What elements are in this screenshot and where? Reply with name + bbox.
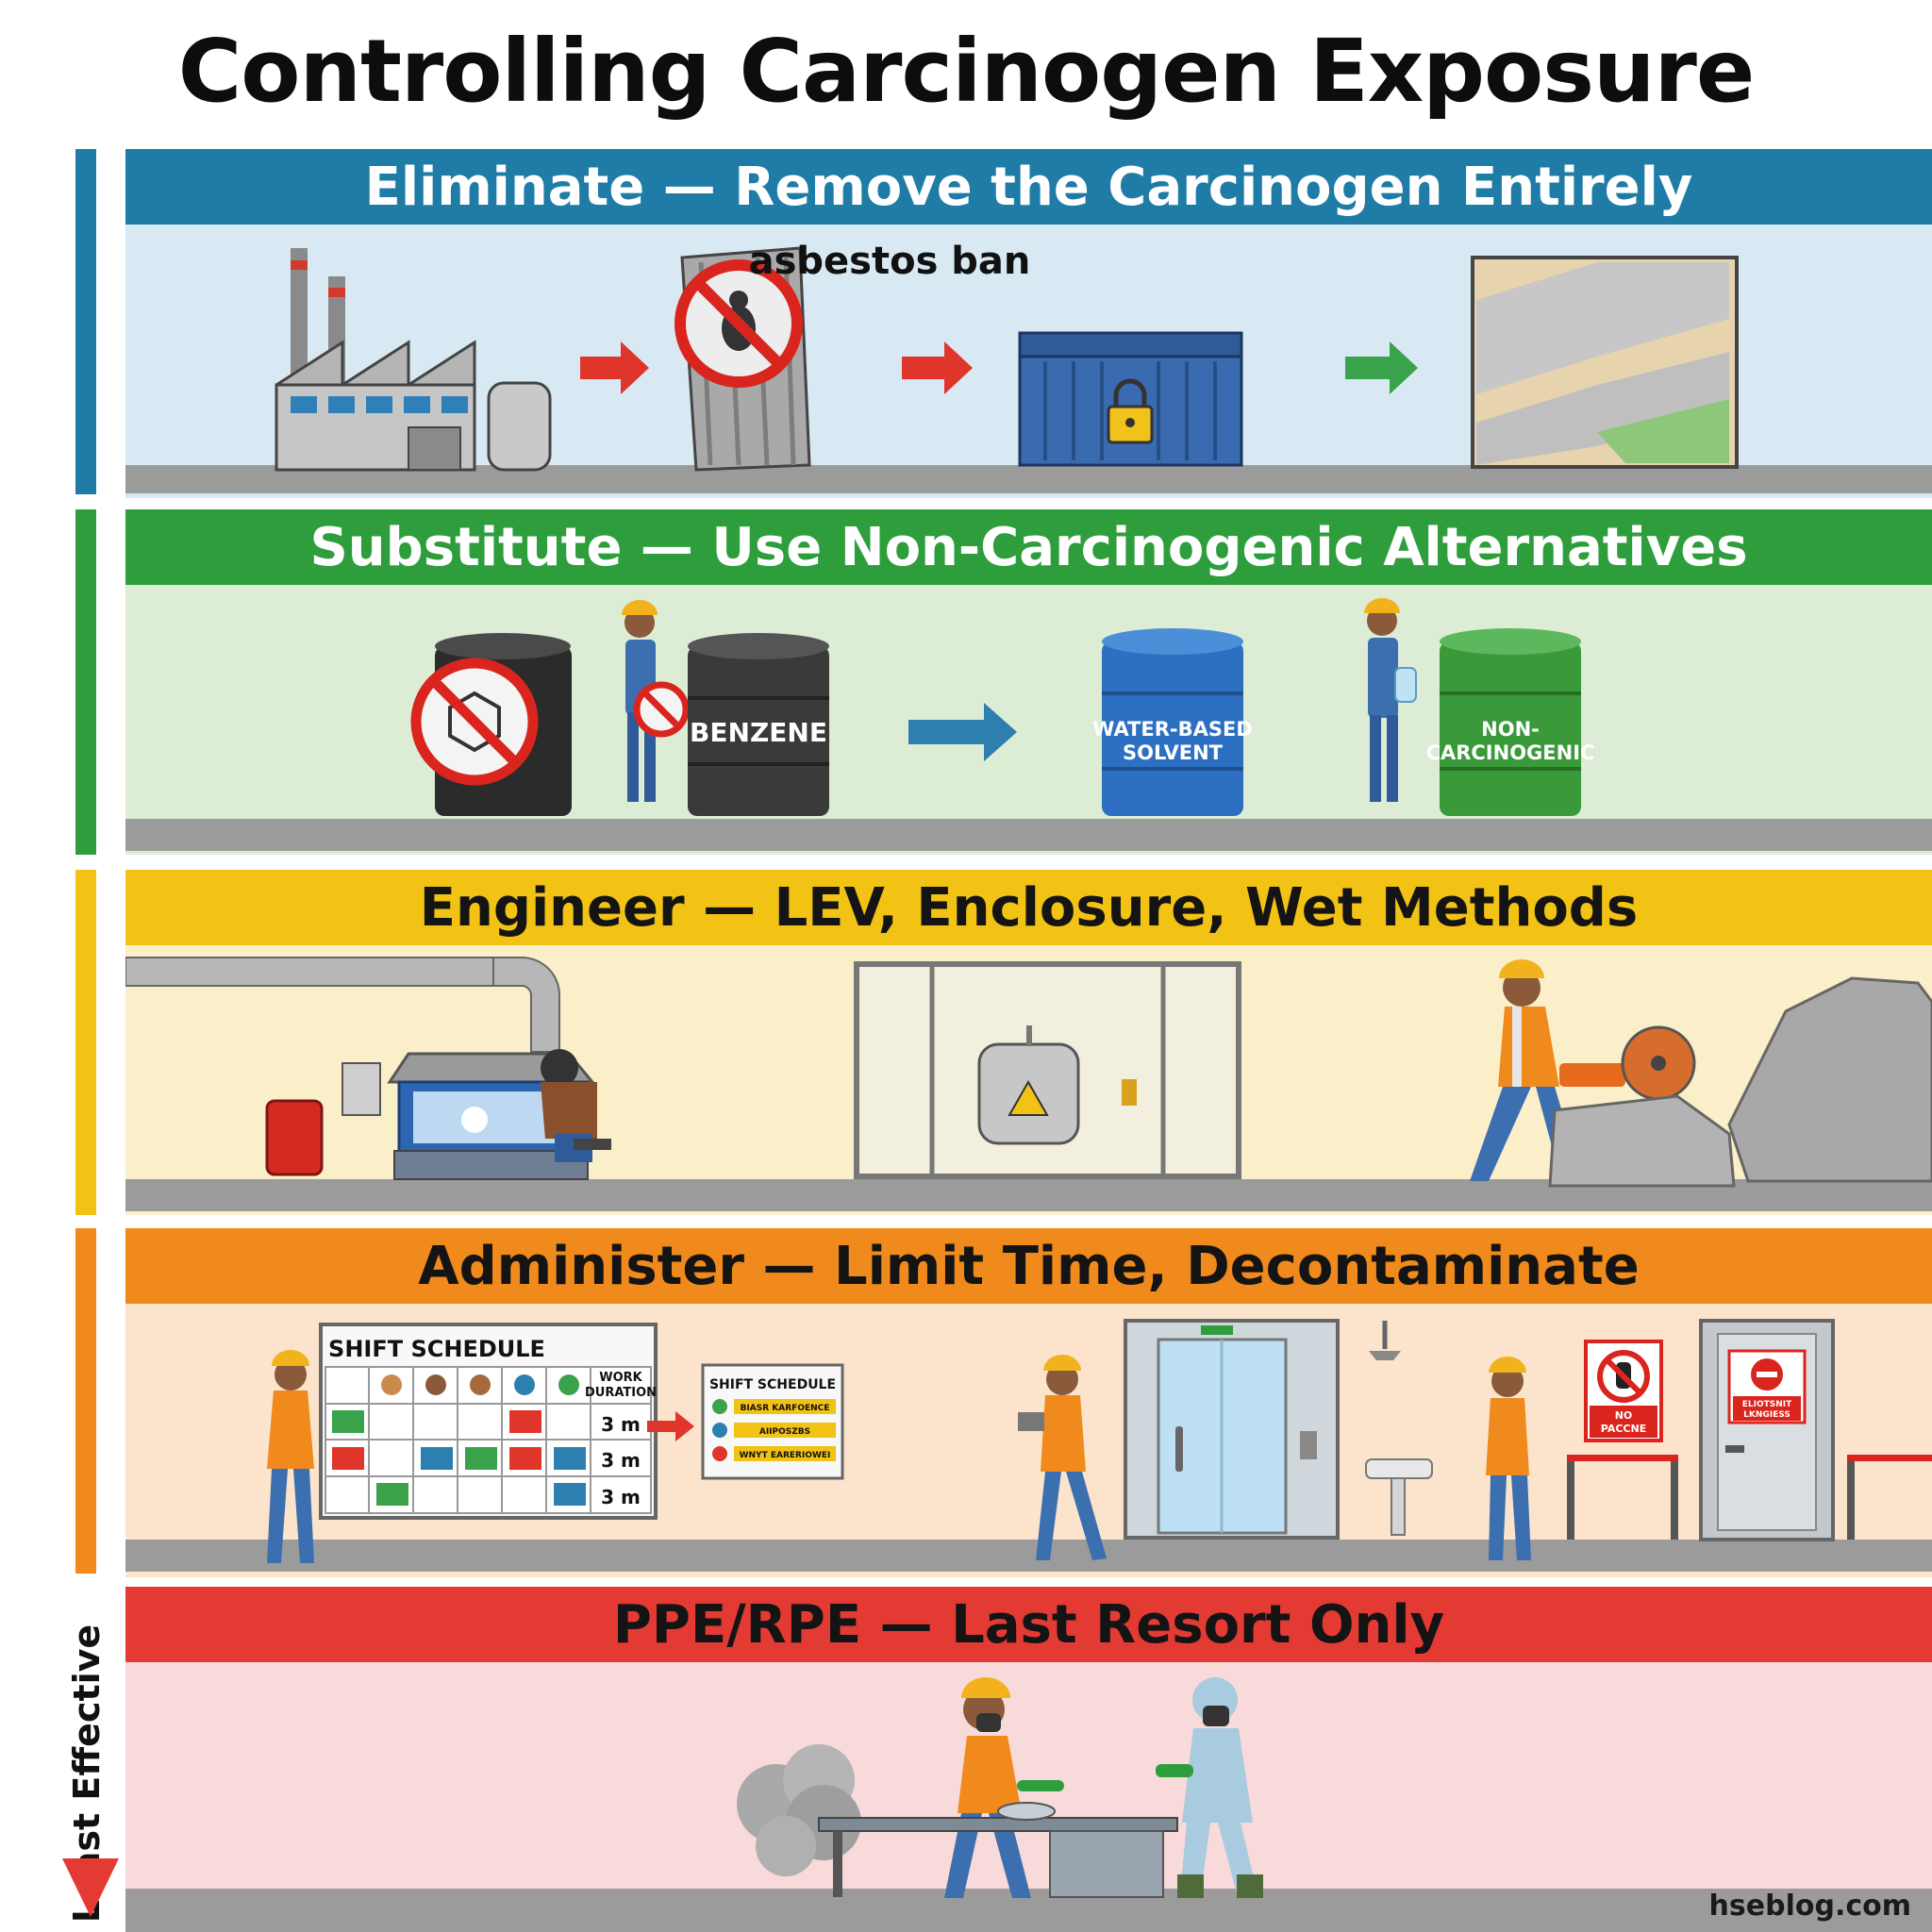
benzene-label: BENZENE <box>690 717 827 748</box>
worker-icon <box>1364 598 1417 802</box>
restricted-door-icon: ELIOTSNIT LKNGIESS <box>1699 1319 1835 1541</box>
side-bar-administer <box>75 1228 96 1574</box>
band-heading: PPE/RPE — Last Resort Only <box>125 1587 1932 1662</box>
arrow-icon <box>1345 341 1418 394</box>
fume-hood-icon <box>265 1052 596 1180</box>
band-ppe: PPE/RPE — Last Resort Only <box>125 1587 1932 1932</box>
factory-icon <box>275 248 552 472</box>
administer-illustration: SHIFT SCHEDULE WORK <box>125 1319 1932 1572</box>
decon-shower-booth-icon <box>1124 1319 1340 1540</box>
duration-value: 3 m <box>601 1486 641 1508</box>
worker-respirator-icon <box>944 1677 1064 1898</box>
page-title: Controlling Carcinogen Exposure <box>177 21 1756 122</box>
engineer-illustration <box>125 957 1932 1211</box>
worker-icon <box>622 600 690 802</box>
mini-row: AIIPOSZBS <box>759 1427 810 1437</box>
substitute-illustration: BENZENE WATER-BASED SOLVENT NON- CARCINO… <box>125 598 1932 851</box>
door-sign-text: LKNGIESS <box>1743 1410 1790 1420</box>
ppe-illustration <box>125 1677 1932 1932</box>
sink-icon <box>1365 1321 1433 1536</box>
down-arrow-icon <box>62 1858 119 1917</box>
ban-icon <box>675 259 803 388</box>
side-bar-eliminate <box>75 149 96 494</box>
side-bar-substitute <box>75 509 96 855</box>
barrier-icon <box>1567 1455 1932 1540</box>
side-bar-engineer <box>75 870 96 1215</box>
eliminate-illustration: asbestos ban <box>125 240 1932 493</box>
drum-icon <box>410 633 572 816</box>
mini-schedule-title: SHIFT SCHEDULE <box>709 1377 836 1392</box>
dust-cloud-icon <box>737 1744 861 1876</box>
band-engineer: Engineer — LEV, Enclosure, Wet Methods <box>125 870 1932 1215</box>
band-heading: Substitute — Use Non-Carcinogenic Altern… <box>125 509 1932 585</box>
benzene-drum-icon: BENZENE <box>688 633 829 816</box>
worker-with-tablet-icon <box>1018 1355 1107 1560</box>
enclosure-icon <box>854 961 1241 1179</box>
mini-schedule-card: SHIFT SCHEDULE BIASR KARFOENCE AIIPOSZBS… <box>701 1363 844 1480</box>
worker-washing-icon <box>1486 1357 1531 1560</box>
arrow-icon <box>908 703 1017 761</box>
duration-label: DURATION <box>585 1386 657 1400</box>
band-heading: Engineer — LEV, Enclosure, Wet Methods <box>125 870 1932 945</box>
worker-icon <box>267 1350 314 1563</box>
shift-schedule-title: SHIFT SCHEDULE <box>328 1336 545 1362</box>
door-sign-text: ELIOTSNIT <box>1742 1400 1792 1409</box>
band-eliminate: Eliminate — Remove the Carcinogen Entire… <box>125 149 1932 498</box>
sign-text: PACCNE <box>1601 1423 1646 1435</box>
no-entry-sign-icon: NO PACCNE <box>1584 1340 1663 1442</box>
safe-panel-icon <box>1471 256 1739 469</box>
sign-text: NO <box>1615 1409 1633 1422</box>
work-label: WORK <box>599 1371 642 1385</box>
arrow-icon <box>902 341 973 394</box>
duration-value: 3 m <box>601 1449 641 1472</box>
water-solvent-drum-icon: WATER-BASED SOLVENT <box>1092 628 1253 816</box>
stone-icon <box>1548 976 1932 1188</box>
arrow-icon <box>580 341 649 394</box>
mini-row: WNYT EARERIOWEI <box>740 1451 831 1460</box>
band-administer: Administer — Limit Time, Decontaminate S… <box>125 1228 1932 1577</box>
non-label: NON- <box>1481 718 1540 741</box>
sealed-container-icon <box>1018 331 1243 467</box>
welder-icon <box>541 1049 611 1162</box>
water-based-label: WATER-BASED <box>1092 718 1253 741</box>
arrow-icon <box>647 1411 694 1441</box>
asbestos-ban-label: asbestos ban <box>749 240 1031 283</box>
band-substitute: Substitute — Use Non-Carcinogenic Altern… <box>125 509 1932 855</box>
footer-source: hseblog.com <box>1708 1890 1911 1923</box>
solvent-label: SOLVENT <box>1123 741 1224 764</box>
non-carcinogenic-drum-icon: NON- CARCINOGENIC <box>1426 628 1595 816</box>
band-heading: Eliminate — Remove the Carcinogen Entire… <box>125 149 1932 225</box>
band-heading: Administer — Limit Time, Decontaminate <box>125 1228 1932 1304</box>
duration-value: 3 m <box>601 1413 641 1436</box>
worktable-icon <box>818 1802 1178 1898</box>
carcinogenic-label: CARCINOGENIC <box>1426 741 1595 764</box>
hazmat-worker-icon <box>1156 1677 1263 1898</box>
shift-schedule-board: SHIFT SCHEDULE WORK <box>319 1323 658 1520</box>
mini-row: BIASR KARFOENCE <box>741 1404 830 1413</box>
lev-duct-icon <box>125 957 560 1053</box>
